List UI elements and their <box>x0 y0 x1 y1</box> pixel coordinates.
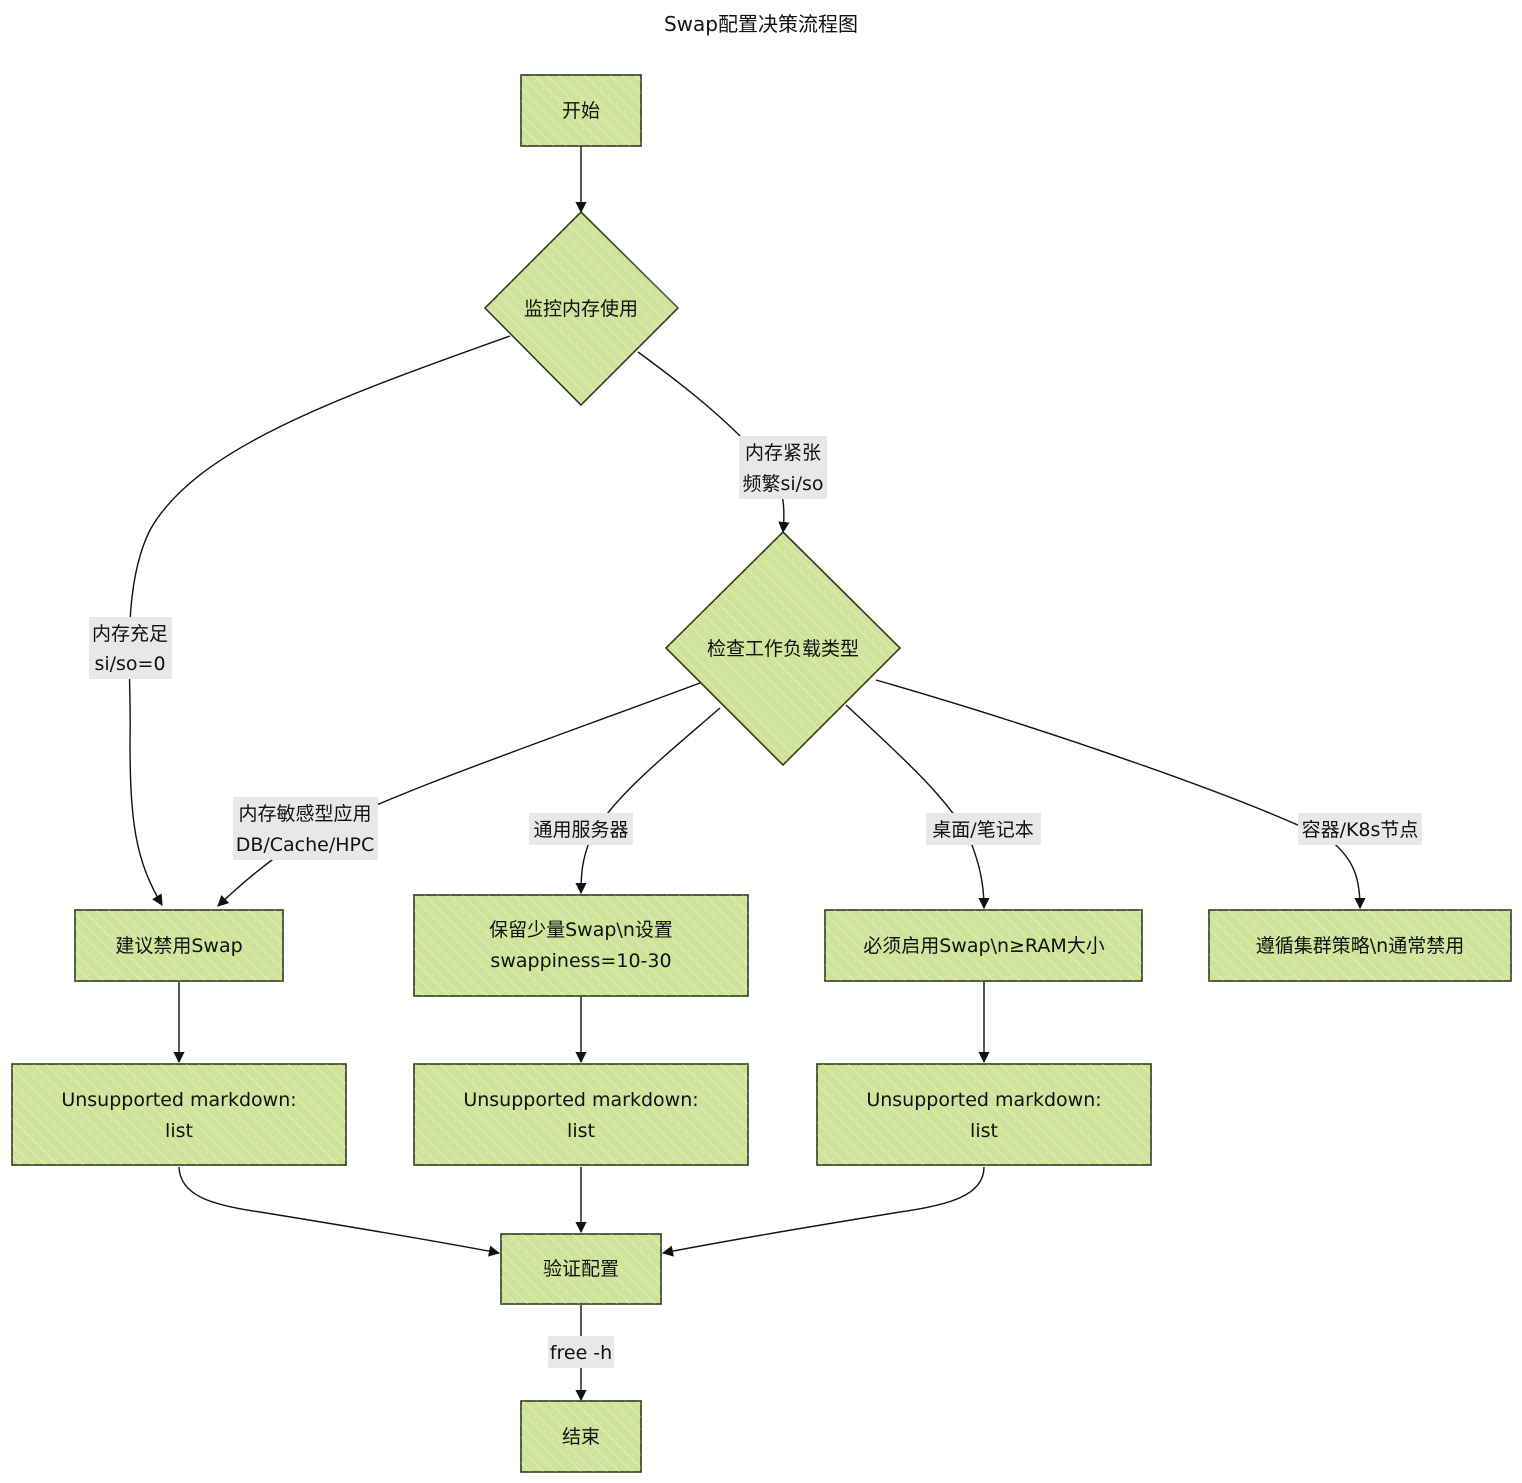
edge-monitor-disable <box>128 335 511 906</box>
node-markdown-1[interactable]: Unsupported markdown: list <box>11 1063 347 1166</box>
edge-label-sensitive-line2: DB/Cache/HPC <box>236 834 375 856</box>
edge-label-desktop-text: 桌面/笔记本 <box>932 819 1033 841</box>
edge-check-disable <box>217 682 701 907</box>
edge-label-container-text: 容器/K8s节点 <box>1302 819 1419 841</box>
node-markdown-2[interactable]: Unsupported markdown: list <box>413 1063 749 1166</box>
edge-label-desktop-laptop: 桌面/笔记本 <box>926 813 1041 845</box>
node-start-label: 开始 <box>562 100 600 122</box>
edge-label-mem-tight-line1: 内存紧张 <box>745 442 821 464</box>
edge-md1-verify <box>178 1166 501 1257</box>
node-md1-line2: list <box>165 1120 193 1142</box>
node-keep-swap[interactable]: 保留少量Swap\n设置 swappiness=10-30 <box>413 894 749 997</box>
edge-label-free-text: free -h <box>550 1342 612 1364</box>
diagram-title: Swap配置决策流程图 <box>664 12 858 36</box>
edge-check-cluster <box>875 679 1366 910</box>
edge-label-free-h: free -h <box>548 1336 614 1368</box>
node-start[interactable]: 开始 <box>520 74 642 147</box>
edge-check-keep <box>575 707 721 895</box>
node-md1-line1: Unsupported markdown: <box>61 1089 296 1111</box>
node-md3-line2: list <box>970 1120 998 1142</box>
edge-label-general-server: 通用服务器 <box>529 813 633 845</box>
node-md3-line1: Unsupported markdown: <box>866 1089 1101 1111</box>
node-disable-swap[interactable]: 建议禁用Swap <box>74 909 284 982</box>
edge-label-memory-tight: 内存紧张 频繁si/so <box>739 436 827 499</box>
edge-check-enable <box>845 704 990 910</box>
edge-label-mem-tight-line2: 频繁si/so <box>742 473 823 495</box>
node-verify-config[interactable]: 验证配置 <box>500 1233 662 1305</box>
edge-md3-verify <box>661 1166 985 1257</box>
edge-label-memory-sufficient: 内存充足 si/so=0 <box>89 617 172 679</box>
edge-label-container-node: 容器/K8s节点 <box>1298 813 1422 845</box>
node-keep-label-line2: swappiness=10-30 <box>490 950 671 972</box>
node-md2-line2: list <box>567 1120 595 1142</box>
edge-label-general-text: 通用服务器 <box>533 819 628 841</box>
node-verify-label: 验证配置 <box>543 1258 619 1280</box>
node-monitor-label: 监控内存使用 <box>524 298 638 320</box>
edge-label-sensitive-line1: 内存敏感型应用 <box>238 803 371 825</box>
node-md2-line1: Unsupported markdown: <box>463 1089 698 1111</box>
node-cluster-label: 遵循集群策略\n通常禁用 <box>1256 935 1464 957</box>
edge-label-mem-ok-line2: si/so=0 <box>94 653 165 675</box>
node-monitor-memory[interactable]: 监控内存使用 <box>483 210 680 407</box>
node-enable-label: 必须启用Swap\n≥RAM大小 <box>863 935 1105 957</box>
node-check-workload[interactable]: 检查工作负载类型 <box>664 530 902 767</box>
node-check-label: 检查工作负载类型 <box>707 638 859 660</box>
node-enable-swap[interactable]: 必须启用Swap\n≥RAM大小 <box>824 909 1143 982</box>
node-disable-label: 建议禁用Swap <box>115 935 242 957</box>
node-end-label: 结束 <box>562 1426 600 1448</box>
node-markdown-3[interactable]: Unsupported markdown: list <box>816 1063 1152 1166</box>
node-cluster-policy[interactable]: 遵循集群策略\n通常禁用 <box>1208 909 1512 982</box>
edge-label-sensitive-apps: 内存敏感型应用 DB/Cache/HPC <box>233 797 378 860</box>
edge-label-mem-ok-line1: 内存充足 <box>92 623 168 645</box>
node-end[interactable]: 结束 <box>520 1400 642 1473</box>
node-keep-label-line1: 保留少量Swap\n设置 <box>489 919 673 941</box>
